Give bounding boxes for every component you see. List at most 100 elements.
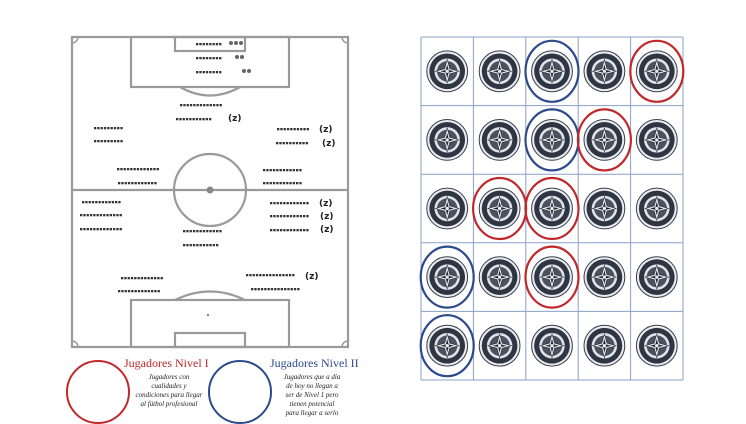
placeholder-dash [147, 277, 150, 280]
placeholder-dash [141, 182, 144, 185]
boot-icon [242, 69, 246, 73]
legend-level1-title: Jugadores Nivel I [124, 356, 209, 370]
placeholder-dash [202, 71, 205, 74]
placeholder-dash [299, 142, 302, 145]
placeholder-dash [192, 230, 196, 233]
placeholder-dash [86, 214, 89, 217]
placeholder-dash [216, 244, 219, 247]
z-mark: (z) [305, 272, 318, 282]
boot-icon [235, 55, 239, 59]
placeholder-dash [189, 118, 192, 121]
level1-ring [629, 39, 685, 103]
placeholder-dash [117, 140, 120, 143]
compass-rose-crest-icon [635, 50, 678, 93]
placeholder-dash [293, 229, 296, 232]
placeholder-dash [286, 229, 289, 232]
placeholder-dash [292, 182, 295, 185]
placeholder-dash [93, 228, 96, 231]
placeholder-dash [117, 127, 120, 130]
placeholder-dash [120, 127, 123, 130]
placeholder-dash [202, 230, 206, 233]
placeholder-dash [183, 230, 186, 233]
compass-rose-crest-icon [531, 50, 573, 93]
placeholder-dash [255, 274, 259, 277]
placeholder-dash [89, 214, 93, 217]
legend-level1-desc: Jugadores con cualidades y condiciones p… [130, 373, 208, 409]
placeholder-dash [259, 274, 262, 277]
level1-ring-icon [66, 360, 130, 424]
placeholder-dash [150, 168, 153, 171]
placeholder-dash [296, 169, 299, 172]
placeholder-dash [107, 127, 110, 130]
desc-line: Jugadores con [148, 373, 190, 381]
placeholder-dash [219, 230, 222, 233]
compass-rose-crest-icon [583, 256, 626, 299]
placeholder-dash [306, 215, 309, 218]
placeholder-dash [288, 274, 292, 277]
placeholder-dash [205, 43, 209, 46]
placeholder-dash [209, 104, 212, 107]
placeholder-dash [246, 274, 249, 277]
placeholder-dash [192, 118, 195, 121]
placeholder-dash [263, 182, 266, 185]
placeholder-dash [202, 57, 205, 60]
z-mark: (z) [319, 125, 332, 135]
placeholder-dash [286, 182, 289, 185]
placeholder-dash [120, 140, 123, 143]
placeholder-dash [91, 201, 95, 204]
placeholder-dash [283, 215, 286, 218]
placeholder-dash [103, 127, 107, 130]
boot-icons [229, 41, 251, 73]
placeholder-dash [100, 140, 103, 143]
placeholder-dash [299, 169, 302, 172]
placeholder-dash [262, 274, 265, 277]
placeholder-dash [151, 290, 154, 293]
placeholder-dash [292, 274, 295, 277]
placeholder-dash [182, 118, 185, 121]
placeholder-dash [282, 169, 286, 172]
placeholder-dash [286, 215, 289, 218]
placeholder-dash [154, 290, 157, 293]
compass-rose-crest-icon [531, 324, 573, 367]
placeholder-dash [209, 244, 212, 247]
placeholder-dash [199, 230, 202, 233]
placeholder-dash [157, 277, 160, 280]
placeholder-dash [140, 168, 143, 171]
placeholder-dash [126, 168, 130, 171]
boot-icon [229, 41, 233, 45]
placeholder-dash [99, 228, 103, 231]
placeholder-dash [269, 182, 272, 185]
placeholder-dash [303, 215, 306, 218]
placeholder-dash [216, 230, 219, 233]
placeholder-dash [127, 182, 131, 185]
placeholder-dash [219, 57, 222, 60]
placeholder-dash [280, 288, 283, 291]
compass-rose-crest-icon [531, 187, 573, 230]
placeholder-dash [151, 182, 154, 185]
placeholder-dash [154, 277, 157, 280]
boot-icon [234, 41, 238, 45]
desc-line: de hoy no llegan a [286, 382, 338, 390]
placeholder-dash [289, 229, 293, 232]
placeholder-dash [303, 128, 306, 131]
penalty-spot [206, 313, 210, 317]
placeholder-dash [186, 104, 189, 107]
placeholder-dash [287, 288, 290, 291]
compass-rose-crest-icon [478, 256, 521, 299]
placeholder-dash [283, 202, 286, 205]
placeholder-dash [215, 57, 219, 60]
placeholder-dash [265, 274, 269, 277]
placeholder-dash [267, 288, 270, 291]
compass-rose-crest-icon [635, 187, 678, 230]
placeholder-dash [199, 71, 202, 74]
placeholder-dash [131, 182, 134, 185]
placeholder-dash [296, 128, 300, 131]
placeholder-dash [212, 43, 215, 46]
placeholder-dash [286, 128, 290, 131]
placeholder-dash [293, 202, 296, 205]
placeholder-dash [289, 215, 293, 218]
placeholder-dash [183, 244, 186, 247]
placeholder-dash [263, 169, 266, 172]
grid-rings [419, 39, 685, 378]
placeholder-dash [136, 168, 140, 171]
